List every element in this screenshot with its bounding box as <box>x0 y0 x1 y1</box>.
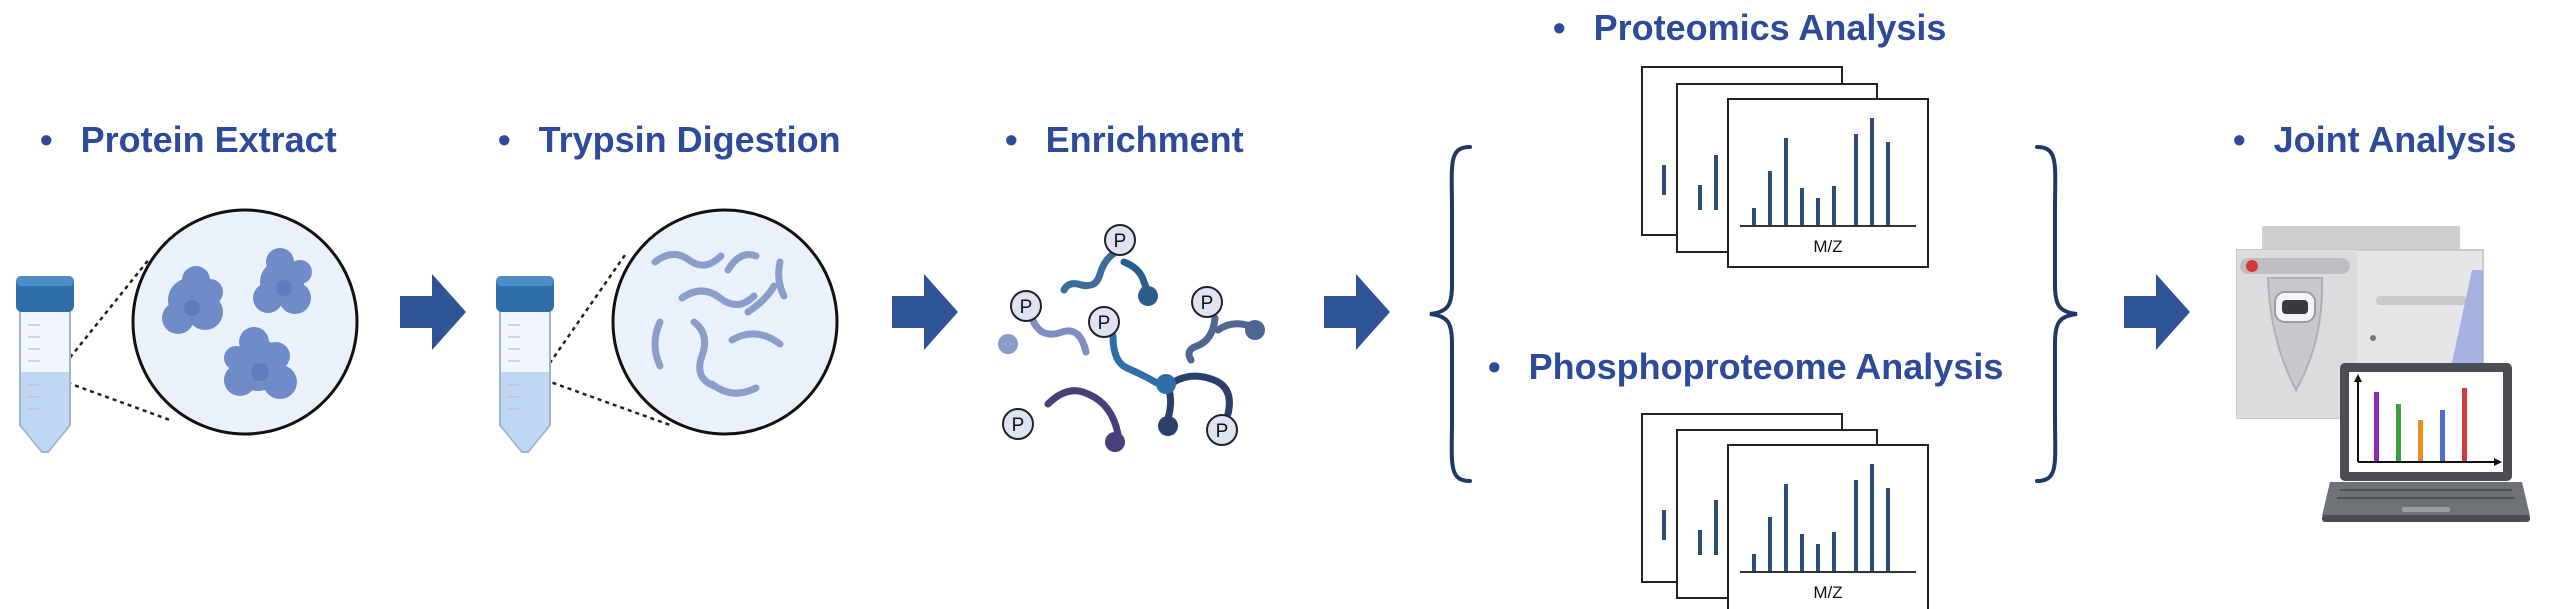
protein-extract-illustration <box>16 208 359 453</box>
screen-bar <box>2418 420 2423 462</box>
zoom-line-bottom <box>544 378 671 427</box>
step-label-enrichment: • Enrichment <box>1005 122 1244 158</box>
phospho-badges: P P P P P P <box>1002 224 1238 446</box>
phospho-badge-icon <box>1206 414 1238 446</box>
tube-icon <box>496 276 554 453</box>
step-label-phosphoproteome-analysis: • Phosphoproteome Analysis <box>1488 349 2003 385</box>
phospho-badge-icon <box>1088 306 1120 338</box>
screen-chart <box>2374 388 2467 462</box>
phospho-badge-label: P <box>1012 415 1025 436</box>
bullet: • <box>1488 346 1501 387</box>
step-title: Protein Extract <box>80 119 337 160</box>
screen-bar <box>2440 410 2445 462</box>
bullet: • <box>2233 119 2246 160</box>
laptop-icon <box>2322 363 2530 522</box>
protein-icon <box>162 248 312 399</box>
phospho-badge-label: P <box>1201 293 1214 314</box>
step-label-proteomics-analysis: • Proteomics Analysis <box>1553 10 1946 46</box>
arrow-2-icon <box>892 274 958 350</box>
step-title: Trypsin Digestion <box>538 119 841 160</box>
bullet: • <box>1553 7 1566 48</box>
spectrum-axis-label: M/Z <box>1813 237 1842 256</box>
spectrum-chart <box>1752 464 1890 572</box>
phospho-badge-icon <box>1002 408 1034 440</box>
step-title: Enrichment <box>1045 119 1244 160</box>
spectrum-chart <box>1752 118 1890 226</box>
right-brace <box>2035 145 2078 483</box>
phospho-badge-icon <box>1191 286 1223 318</box>
phospho-badge-icon <box>1010 290 1042 322</box>
phospho-badge-label: P <box>1114 231 1127 252</box>
bullet: • <box>40 119 53 160</box>
zoom-circle <box>611 208 839 436</box>
tube-icon <box>16 276 74 453</box>
zoom-line-bottom <box>59 378 171 422</box>
left-brace <box>1429 145 1472 483</box>
enrichment-illustration <box>1028 246 1254 438</box>
phospho-group-icon <box>998 286 1265 452</box>
step-title: Joint Analysis <box>2273 119 2517 160</box>
phospho-badge-icon <box>1104 224 1136 256</box>
phospho-badge-label: P <box>1216 421 1229 442</box>
phospho-badge-label: P <box>1098 313 1111 334</box>
phospho-badge-label: P <box>1020 297 1033 318</box>
step-label-joint-analysis: • Joint Analysis <box>2233 122 2516 158</box>
arrow-4-icon <box>2124 274 2190 350</box>
screen-bar <box>2396 404 2401 462</box>
arrow-3-icon <box>1324 274 1390 350</box>
trypsin-digestion-illustration <box>496 208 839 453</box>
bullet: • <box>1005 119 1018 160</box>
peptide-icon <box>651 251 788 397</box>
spectrum-axis-label: M/Z <box>1813 583 1842 602</box>
step-title: Phosphoproteome Analysis <box>1528 346 2004 387</box>
step-title: Proteomics Analysis <box>1593 7 1947 48</box>
bullet: • <box>498 119 511 160</box>
screen-bar <box>2462 388 2467 462</box>
arrow-1-icon <box>400 274 466 350</box>
step-label-protein-extract: • Protein Extract <box>40 122 337 158</box>
step-label-trypsin-digestion: • Trypsin Digestion <box>498 122 841 158</box>
screen-bar <box>2374 392 2379 462</box>
phosphoproteome-spectra: M/Z <box>1641 413 1929 609</box>
proteomics-spectra: M/Z <box>1641 66 1929 268</box>
